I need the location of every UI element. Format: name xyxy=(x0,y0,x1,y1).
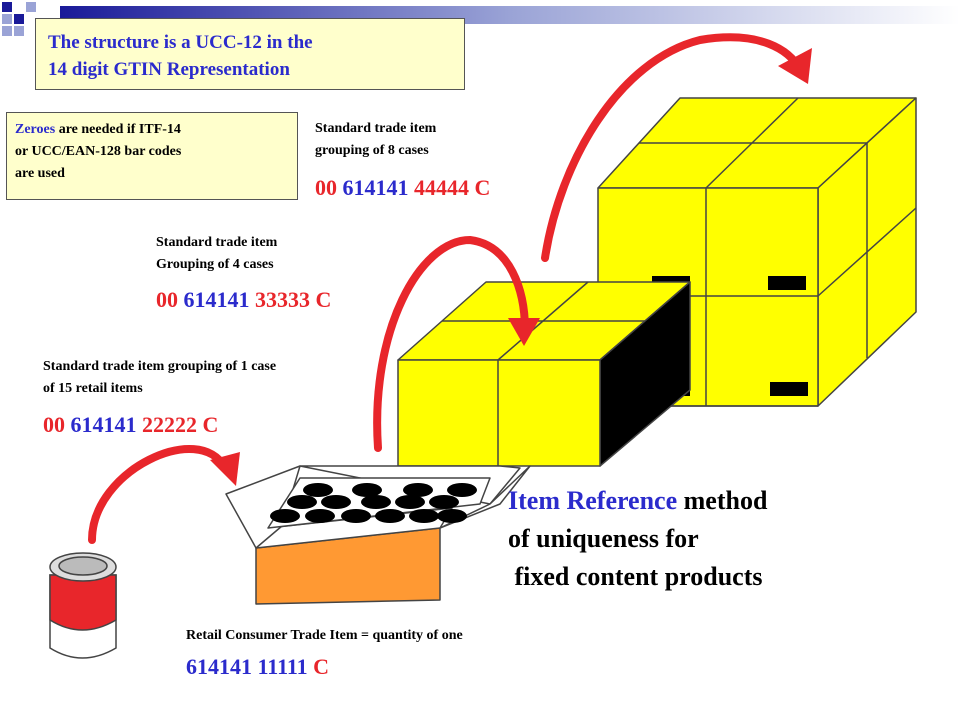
label-4-line-2: Grouping of 4 cases xyxy=(156,257,274,272)
arrows xyxy=(88,33,804,544)
gtin-4-item: 33333 C xyxy=(255,287,332,312)
pallet-4-cases xyxy=(397,281,691,467)
cans-in-case xyxy=(270,483,477,523)
arrowheads xyxy=(210,48,812,486)
gtin-8-item: 44444 C xyxy=(414,175,491,200)
gtin-8-prefix: 614141 xyxy=(342,175,409,200)
gtin-1-item: 22222 C xyxy=(142,412,219,437)
gtin-4-prefix: 614141 xyxy=(183,287,250,312)
arrowhead-8 xyxy=(778,48,812,84)
method-highlight: Item Reference xyxy=(508,486,678,515)
label-8-line-2: grouping of 8 cases xyxy=(315,143,429,158)
gtin-1-prefix: 614141 xyxy=(70,412,137,437)
gtin-4-cases: 00 614141 33333 C xyxy=(156,287,331,313)
note-line-1: Zeroes are needed if ITF-14 xyxy=(15,119,297,141)
label-4-line-1: Standard trade item xyxy=(156,235,278,250)
method-line-1: Item Reference method xyxy=(508,482,767,520)
arrow-can-to-case xyxy=(88,445,229,544)
arrowhead-4 xyxy=(508,318,540,346)
gtin-8-cases: 00 614141 44444 C xyxy=(315,175,490,201)
arrow-case-to-4 xyxy=(373,235,529,452)
gtin-4-zero: 00 xyxy=(156,287,178,312)
method-caption: Item Reference method of uniqueness for … xyxy=(508,482,767,596)
zeroes-note: Zeroes are needed if ITF-14 or UCC/EAN-1… xyxy=(6,112,298,200)
label-1-line-2: of 15 retail items xyxy=(43,381,143,396)
note-line-1-rest: are needed if ITF-14 xyxy=(55,122,181,137)
label-retail: Retail Consumer Trade Item = quantity of… xyxy=(186,628,463,643)
label-8-cases: Standard trade item grouping of 8 cases xyxy=(315,118,436,162)
method-line-2: of uniqueness for xyxy=(508,524,699,553)
label-4-cases: Standard trade item Grouping of 4 cases xyxy=(156,232,277,276)
method-line-3: fixed content products xyxy=(508,562,763,591)
note-highlight: Zeroes xyxy=(15,122,56,137)
gtin-retail-check: C xyxy=(313,654,330,679)
retail-can xyxy=(49,552,117,659)
arrow-4-to-8 xyxy=(541,33,804,262)
note-line-3: are used xyxy=(15,166,65,181)
label-1-case: Standard trade item grouping of 1 case o… xyxy=(43,356,276,400)
title-line-2: 14 digit GTIN Representation xyxy=(48,59,290,80)
gtin-1-case: 00 614141 22222 C xyxy=(43,412,218,438)
label-8-line-1: Standard trade item xyxy=(315,121,437,136)
arrowhead-case xyxy=(210,452,240,486)
label-1-line-1: Standard trade item grouping of 1 case xyxy=(43,359,277,374)
title-line-1: The structure is a UCC-12 in the xyxy=(48,32,313,53)
method-line-1-rest: method xyxy=(677,486,768,515)
title-box: The structure is a UCC-12 in the 14 digi… xyxy=(35,18,465,90)
gtin-retail: 614141 11111 C xyxy=(186,654,329,680)
gtin-8-zero: 00 xyxy=(315,175,337,200)
note-line-2: or UCC/EAN-128 bar codes xyxy=(15,144,182,159)
gtin-retail-prefix: 614141 11111 xyxy=(186,654,308,679)
gtin-1-zero: 00 xyxy=(43,412,65,437)
